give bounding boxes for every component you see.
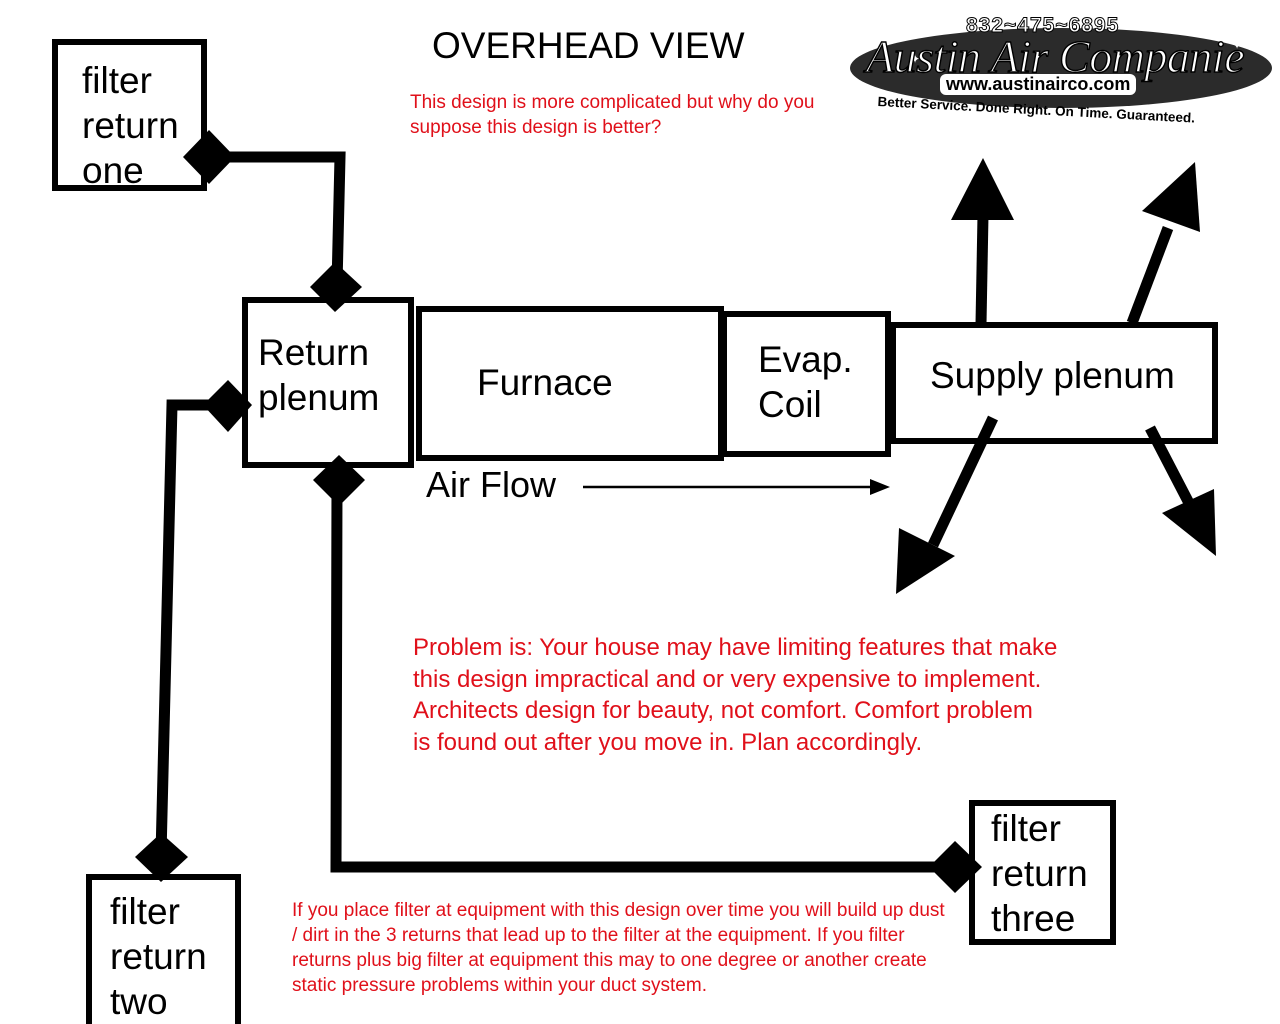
connector-diamond [929,841,982,893]
logo-phone: 832~475~6895 [965,14,1120,38]
duct-filter-three [330,484,953,873]
connector-diamond [310,262,362,312]
evap-coil-label: Evap. Coil [758,339,853,425]
company-logo: ✦ ✦ 832~475~6895 Austin Air Companie www… [848,14,1274,138]
filter-note: If you place filter at equipment with th… [292,900,945,996]
page-title: OVERHEAD VIEW [432,25,745,66]
supply-arrow-shaft [975,214,989,325]
air-flow-arrowhead-icon [870,479,890,495]
supply-arrow-up-right-icon [1142,162,1200,232]
connector-diamond [135,833,188,882]
supply-plenum-box [890,322,1218,444]
supply-arrow-shaft [1126,226,1174,325]
supply-plenum-label: Supply plenum [930,355,1175,396]
problem-note: Problem is: Your house may have limiting… [413,634,1058,756]
filter-return-one-label: filter return one [82,60,179,191]
design-question: This design is more complicated but why … [410,92,815,138]
duct-filter-one [209,151,346,286]
supply-arrow-shaft [1145,425,1195,508]
supply-arrow-up-left-icon [951,158,1014,220]
star-icon: ✦ [1232,38,1243,52]
logo-url: www.austinairco.com [940,74,1137,95]
supply-arrow-shaft [928,415,998,548]
connector-diamond [203,380,252,432]
evap-coil-box [721,311,891,457]
filter-return-one-box [52,39,207,191]
connector-diamond [183,130,235,184]
supply-arrow-down-left-icon [896,528,955,594]
duct-filter-two [155,399,228,856]
air-flow-label: Air Flow [426,464,557,505]
filter-return-three-label: filter return three [991,808,1088,939]
filter-return-two-label: filter return two [110,891,207,1022]
logo-company-name: Austin Air Companie [865,30,1245,82]
furnace-label: Furnace [477,362,613,403]
supply-arrow-down-right-icon [1162,489,1216,556]
connector-diamond [313,455,365,506]
return-plenum-label: Return plenum [258,332,380,418]
star-icon: ✦ [910,52,921,66]
